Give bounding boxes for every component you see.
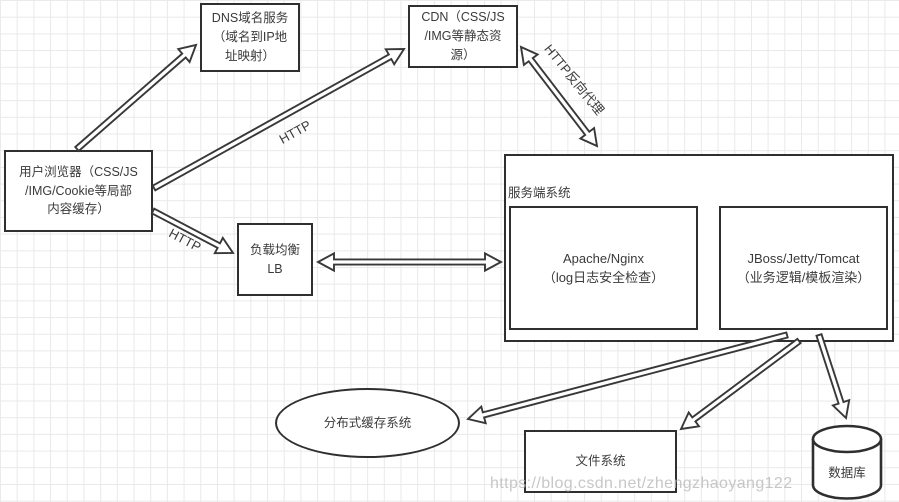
database-cylinder-icon — [811, 424, 883, 500]
arrow-lb-server-bidirectional — [315, 251, 504, 273]
jboss-jetty-tomcat-label: JBoss/Jetty/Tomcat （业务逻辑/模板渲染） — [736, 250, 871, 286]
file-system-node: 文件系统 — [524, 430, 677, 493]
apache-nginx-label: Apache/Nginx （log日志安全检查） — [542, 250, 665, 286]
server-group-label: 服务端系统 — [508, 186, 571, 200]
database-label: 数据库 — [828, 466, 866, 480]
distributed-cache-label: 分布式缓存系统 — [323, 415, 412, 430]
dns-label: DNS域名服务 （域名到IP地 址映射） — [211, 11, 289, 63]
cdn-node: CDN（CSS/JS /IMG等静态资 源） — [408, 5, 518, 68]
load-balancer-label: 负载均衡 LB — [249, 242, 300, 276]
edge-label-http-reverse-proxy: HTTP反向代理 — [541, 41, 608, 118]
dns-node: DNS域名服务 （域名到IP地 址映射） — [200, 3, 300, 72]
distributed-cache-node: 分布式缓存系统 — [275, 388, 460, 458]
load-balancer-node: 负载均衡 LB — [237, 223, 313, 296]
browser-node: 用户浏览器（CSS/JS /IMG/Cookie等局部 内容缓存） — [4, 150, 153, 232]
database-node: 数据库 — [811, 424, 883, 500]
apache-nginx-node: Apache/Nginx （log日志安全检查） — [509, 206, 698, 330]
edge-label-http-browser-lb: HTTP — [166, 225, 204, 255]
browser-label: 用户浏览器（CSS/JS /IMG/Cookie等局部 内容缓存） — [19, 164, 138, 217]
arrow-jboss-to-file — [679, 337, 802, 431]
arrow-browser-to-dns — [73, 43, 198, 153]
arrow-jboss-to-db — [815, 333, 851, 420]
watermark-url: https://blog.csdn.net/zhengzhaoyang122 — [490, 475, 793, 492]
edge-label-http-browser-cdn: HTTP — [276, 117, 314, 147]
arrow-jboss-to-cache — [466, 331, 789, 425]
cdn-label: CDN（CSS/JS /IMG等静态资 源） — [421, 10, 505, 62]
jboss-jetty-tomcat-node: JBoss/Jetty/Tomcat （业务逻辑/模板渲染） — [719, 206, 888, 330]
file-system-label: 文件系统 — [575, 454, 626, 469]
